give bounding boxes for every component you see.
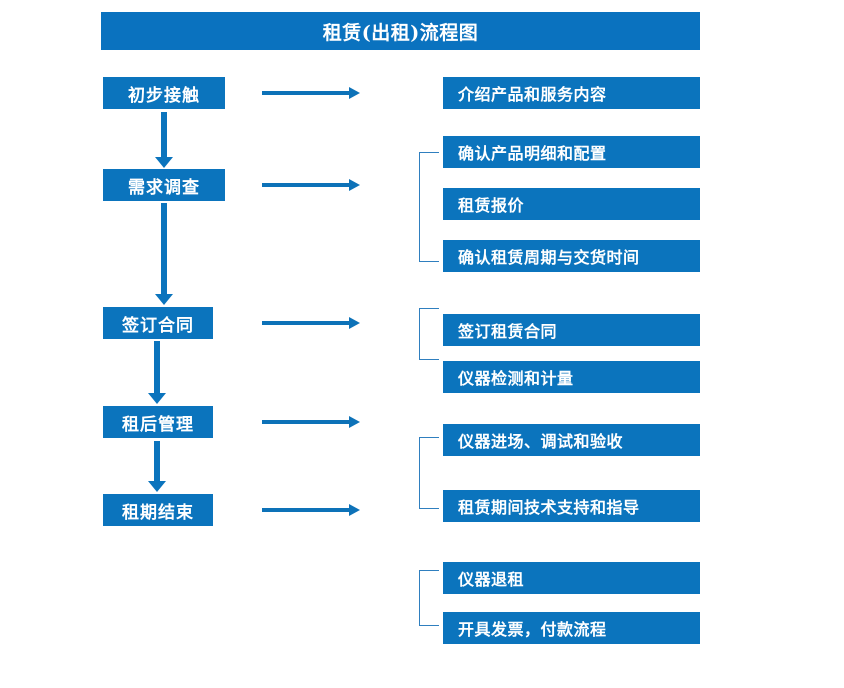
- group-bracket-2: [419, 308, 439, 360]
- arrow-stem: [262, 321, 350, 325]
- arrow-head: [148, 481, 166, 492]
- arrow-head: [155, 294, 173, 305]
- detail-box-4[interactable]: 确认租赁周期与交货时间: [443, 240, 700, 272]
- detail-box-8[interactable]: 租赁期间技术支持和指导: [443, 490, 700, 522]
- page-title: 租赁(出租)流程图: [101, 12, 700, 50]
- group-bracket-4: [419, 570, 439, 626]
- group-bracket-3: [419, 437, 439, 509]
- right-arrow-3: [262, 316, 360, 330]
- arrow-head: [349, 504, 360, 516]
- group-bracket-1: [419, 152, 439, 262]
- detail-box-10[interactable]: 开具发票，付款流程: [443, 612, 700, 644]
- arrow-stem: [154, 341, 160, 393]
- arrow-stem: [161, 203, 167, 294]
- right-arrow-1: [262, 86, 360, 100]
- detail-box-6[interactable]: 仪器检测和计量: [443, 361, 700, 393]
- arrow-stem: [262, 508, 350, 512]
- down-arrow-3: [148, 341, 166, 404]
- arrow-stem: [262, 183, 350, 187]
- arrow-stem: [161, 112, 167, 157]
- arrow-head: [155, 157, 173, 168]
- arrow-head: [148, 393, 166, 404]
- right-arrow-4: [262, 415, 360, 429]
- right-arrow-5: [262, 503, 360, 517]
- arrow-stem: [154, 441, 160, 481]
- down-arrow-2: [155, 203, 173, 305]
- detail-box-5[interactable]: 签订租赁合同: [443, 314, 700, 346]
- detail-box-2[interactable]: 确认产品明细和配置: [443, 136, 700, 168]
- stage-box-1[interactable]: 初步接触: [103, 77, 225, 109]
- arrow-head: [349, 317, 360, 329]
- stage-box-3[interactable]: 签订合同: [103, 307, 213, 339]
- stage-box-4[interactable]: 租后管理: [103, 406, 213, 438]
- arrow-stem: [262, 91, 350, 95]
- detail-box-7[interactable]: 仪器进场、调试和验收: [443, 424, 700, 456]
- down-arrow-4: [148, 441, 166, 492]
- right-arrow-2: [262, 178, 360, 192]
- detail-box-3[interactable]: 租赁报价: [443, 188, 700, 220]
- down-arrow-1: [155, 112, 173, 168]
- stage-box-5[interactable]: 租期结束: [103, 494, 213, 526]
- detail-box-9[interactable]: 仪器退租: [443, 562, 700, 594]
- arrow-head: [349, 87, 360, 99]
- stage-box-2[interactable]: 需求调查: [103, 169, 225, 201]
- arrow-stem: [262, 420, 350, 424]
- arrow-head: [349, 416, 360, 428]
- arrow-head: [349, 179, 360, 191]
- detail-box-1[interactable]: 介绍产品和服务内容: [443, 77, 700, 109]
